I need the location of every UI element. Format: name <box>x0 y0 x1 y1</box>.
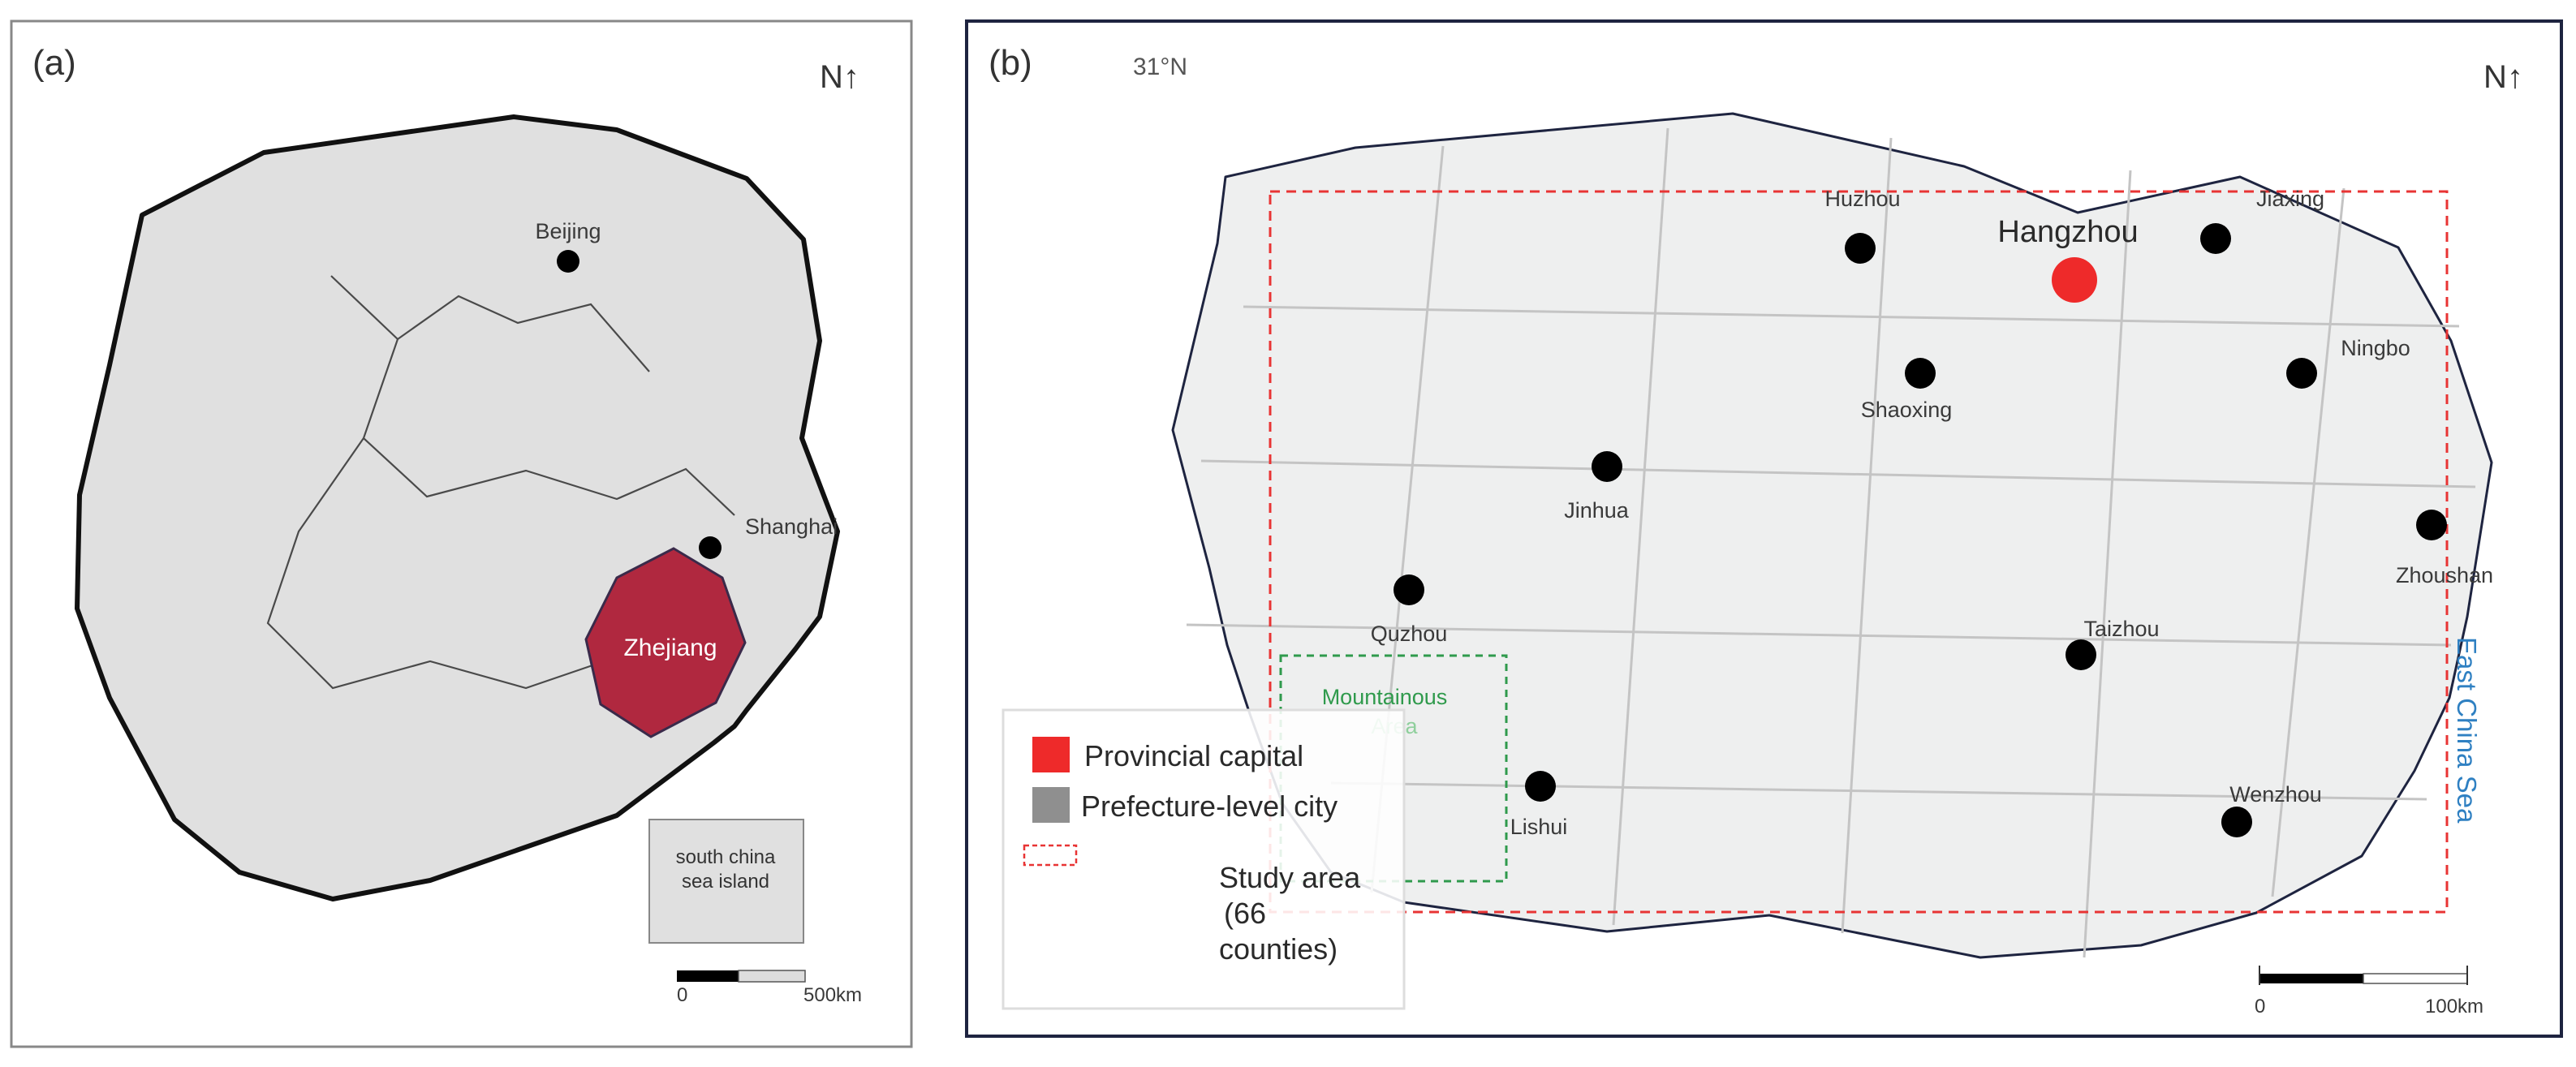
legend-swatch-study-area <box>1023 844 1078 867</box>
city-label-zhoushan: Zhoushan <box>2396 563 2493 587</box>
city-label-jiaxing: Jiaxing <box>2256 187 2324 211</box>
scale-bar-a: 0 500km <box>677 970 862 1006</box>
yangtze-river-line <box>266 437 593 690</box>
graticule <box>1186 127 2476 958</box>
inset-label-line-1: south china <box>676 846 776 868</box>
city-marker-beijing <box>557 250 579 273</box>
river-lines <box>266 275 735 690</box>
inset-label-line-2: sea island <box>682 871 769 893</box>
city-marker-jinhua <box>1592 451 1622 482</box>
graticule-lon-3 <box>1841 137 1893 934</box>
legend-label-prefecture: Prefecture-level city <box>1081 789 1338 823</box>
scale-bar-b-black <box>2259 974 2363 983</box>
latitude-label: 31°N <box>1133 54 1187 80</box>
city-marker-taizhou <box>2066 639 2096 670</box>
legend-label-capital: Provincial capital <box>1084 739 1303 772</box>
legend-label-study-area-3: counties) <box>1219 932 1338 966</box>
study-area-boundary <box>1269 190 2449 914</box>
zhejiang-outline <box>1171 112 2493 959</box>
city-marker-quzhou <box>1394 574 1424 605</box>
scale-bar-b-start: 0 <box>2255 996 2265 1018</box>
graticule-lon-5 <box>2271 187 2346 897</box>
city-marker-huzhou <box>1845 233 1876 264</box>
city-marker-ningbo <box>2286 358 2317 389</box>
zhejiang-region <box>584 547 747 738</box>
panel-a-north-arrow: N↑ <box>820 59 859 95</box>
zhejiang-label: Zhejiang <box>623 635 717 661</box>
legend-swatch-prefecture <box>1032 787 1070 823</box>
city-label-jinhua: Jinhua <box>1564 498 1630 523</box>
panel-b-north-arrow: N↑ <box>2483 59 2523 95</box>
capital-dot-hangzhou <box>2052 257 2097 303</box>
graticule-lon-2 <box>1612 127 1669 926</box>
legend-swatch-capital <box>1032 737 1070 772</box>
capital-label-hangzhou: Hangzhou <box>1997 215 2138 249</box>
graticule-lat-4 <box>1330 781 2427 801</box>
scale-bar-b: 0 100km <box>2255 966 2483 1018</box>
city-marker-shanghai <box>699 536 722 559</box>
city-markers <box>1394 223 2447 837</box>
scale-bar-b-end: 100km <box>2425 996 2483 1018</box>
city-marker-wenzhou <box>2221 807 2252 837</box>
city-label-wenzhou: Wenzhou <box>2229 782 2322 807</box>
scale-bar-a-start: 0 <box>677 984 687 1006</box>
city-label-quzhou: Quzhou <box>1371 622 1448 646</box>
scale-bar-a-end: 500km <box>803 984 862 1006</box>
city-marker-zhoushan <box>2416 510 2447 540</box>
graticule-lat-1 <box>1243 305 2460 328</box>
city-label-shanghai: Shanghai <box>745 514 838 539</box>
panel-a: (a) N↑ Beijing Shanghai Zhejiang south c… <box>10 19 913 1048</box>
city-marker-lishui <box>1525 771 1556 802</box>
city-label-ningbo: Ningbo <box>2341 336 2410 360</box>
graticule-lon-4 <box>2083 170 2132 958</box>
capital-marker-hangzhou: Hangzhou <box>1997 215 2139 303</box>
city-marker-jiaxing <box>2200 223 2231 254</box>
panel-b-label: (b) <box>989 43 1032 83</box>
city-labels: Huzhou Jiaxing Shaoxing Ningbo Jinhua Zh… <box>1371 187 2493 839</box>
city-label-beijing: Beijing <box>535 219 601 243</box>
scale-bar-a-white <box>738 970 806 983</box>
scale-bar-b-white <box>2363 973 2468 984</box>
city-label-lishui: Lishui <box>1510 815 1568 839</box>
panel-b: (b) 31°N N↑ Mountainous Area Hangzhou <box>965 19 2563 1038</box>
legend-label-study-area-2: (66 <box>1224 897 1266 930</box>
legend: Provincial capital Prefecture-level city… <box>1002 708 1406 1010</box>
city-label-huzhou: Huzhou <box>1824 187 1900 211</box>
city-label-taizhou: Taizhou <box>2083 617 2159 641</box>
city-marker-shaoxing <box>1905 358 1936 389</box>
yellow-river-line <box>330 275 650 372</box>
legend-box <box>1002 708 1406 1010</box>
legend-label-study-area-1: Study area <box>1219 861 1361 894</box>
south-china-sea-inset <box>648 819 804 944</box>
scale-bar-a-black <box>677 970 739 982</box>
mountainous-area-label-1: Mountainous <box>1322 685 1448 709</box>
sea-label: East China Sea <box>2452 637 2482 824</box>
city-label-shaoxing: Shaoxing <box>1861 398 1953 422</box>
panel-a-label: (a) <box>32 43 76 83</box>
